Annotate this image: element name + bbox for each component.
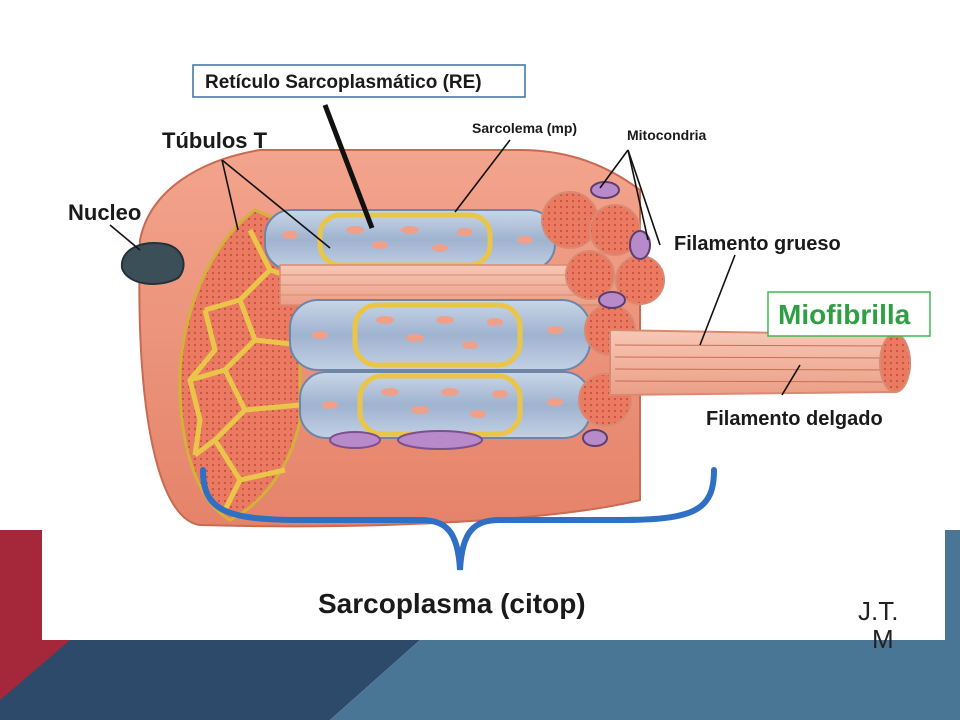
reticulo-pointer (322, 104, 375, 229)
myofibril-bundle-top (264, 209, 556, 271)
footer-steel-band (330, 640, 960, 720)
sarcoplasma-label: Sarcoplasma (citop) (318, 588, 586, 619)
label-pointers (109, 139, 801, 396)
extended-myofibril (609, 328, 911, 397)
bottom-mitochondrion (397, 430, 483, 450)
footer-red-corner (0, 640, 70, 700)
filamento-grueso-label: Filamento grueso (674, 233, 841, 255)
sarcolema-label: Sarcolema (mp) (472, 120, 577, 136)
filamento-delgado-label: Filamento delgado (706, 408, 883, 430)
tubulos-label: Túbulos T (162, 128, 268, 153)
reticulo-label-box (192, 64, 526, 98)
miofibrilla-label-box (767, 291, 931, 337)
author-initials-line2: M (872, 624, 894, 654)
myofibril-bundle-middle (289, 299, 591, 371)
reticulo-label: Retículo Sarcoplasmático (RE) (205, 72, 482, 93)
muscle-fiber-illustration (120, 149, 911, 528)
sarcoplasma-brace (200, 467, 717, 571)
nucleo-label: Nucleo (68, 200, 141, 225)
miofibrilla-label: Miofibrilla (778, 299, 911, 330)
mitochondria-cluster (582, 181, 651, 447)
author-initials: J.T. (858, 596, 898, 626)
nucleus (120, 242, 185, 285)
footer-red-band (0, 530, 42, 640)
footer-decoration (0, 530, 960, 720)
mitocondria-label: Mitocondria (627, 127, 707, 143)
myofibril-bundle-bottom (299, 371, 591, 439)
footer-navy-band (0, 640, 420, 720)
footer-steel-edge (945, 530, 960, 640)
